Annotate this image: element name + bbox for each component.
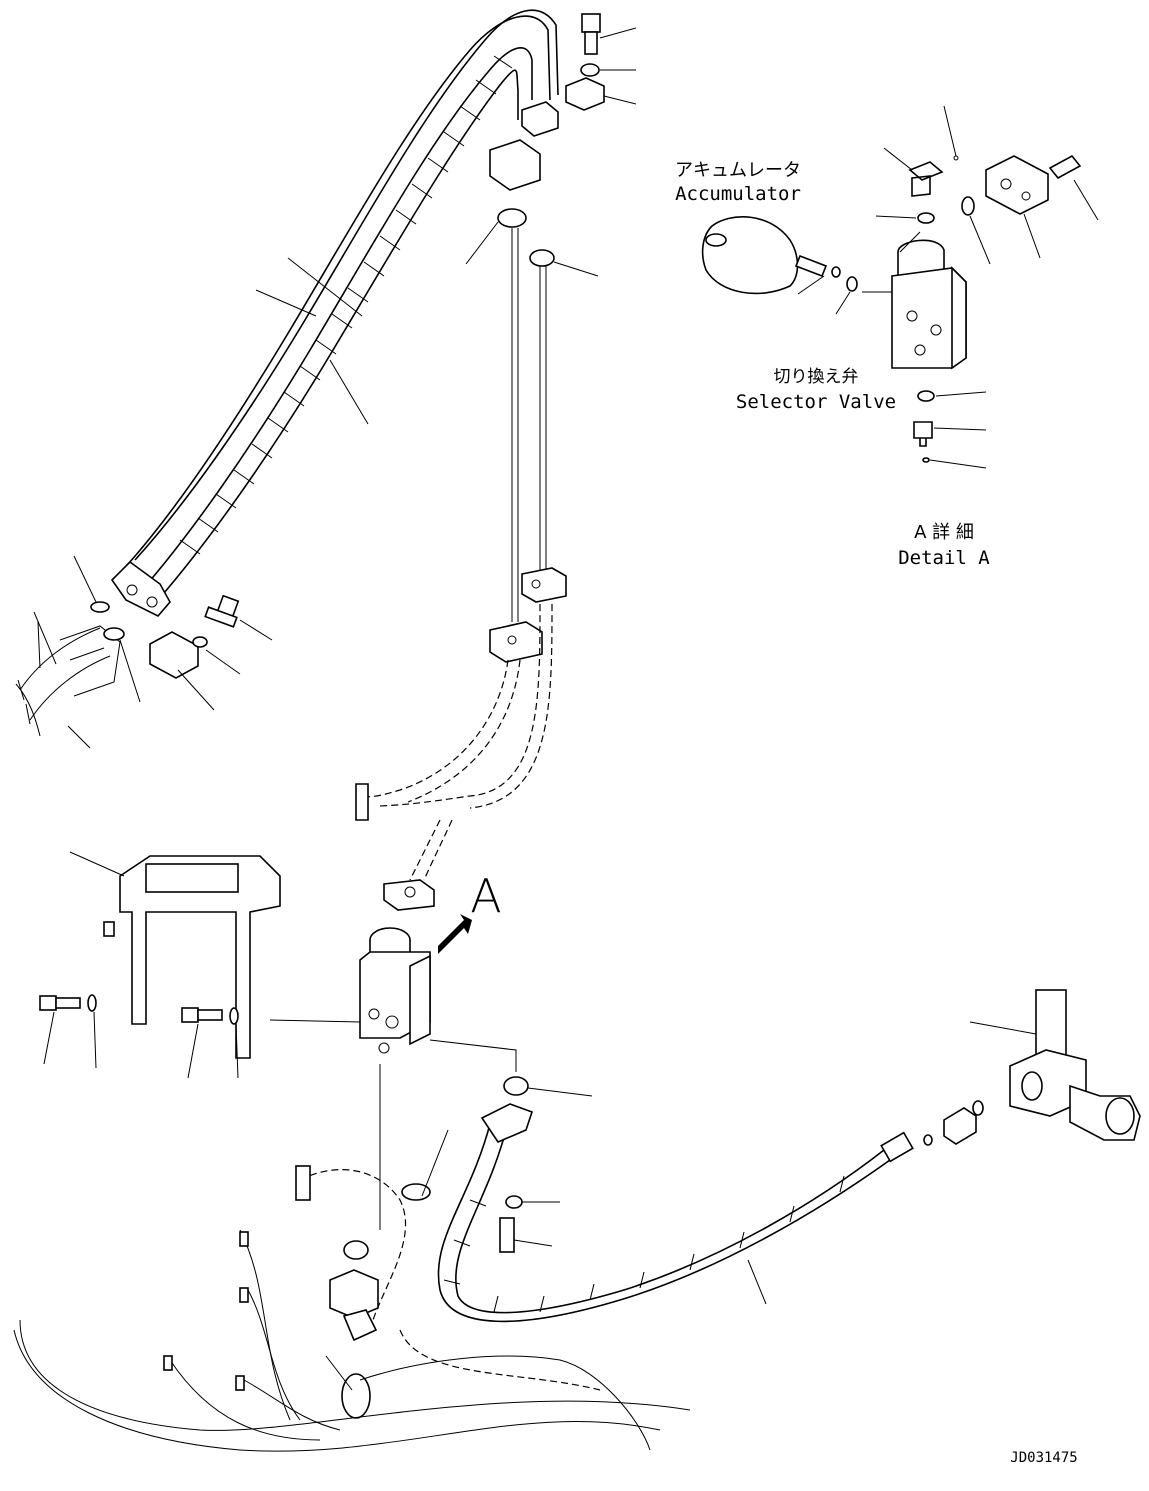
selector-valve-main [269, 879, 593, 1230]
view-arrow [438, 914, 472, 954]
left-hardware [15, 555, 273, 749]
accumulator-label-en: Accumulator [675, 183, 801, 205]
vertical-pipes [255, 208, 599, 663]
detail-label-jp: A 詳 細 [914, 522, 974, 543]
right-fittings [923, 989, 1141, 1146]
view-marker-a: A [470, 869, 501, 923]
wiring-harness [13, 1129, 691, 1452]
top-hardware [565, 13, 637, 111]
dashed-pipes [355, 603, 553, 881]
detail-label-en: Detail A [898, 547, 990, 569]
selector-valve-label-en: Selector Valve [736, 391, 896, 413]
accumulator [701, 216, 841, 295]
bracket [39, 851, 281, 1079]
selector-valve-label-jp: 切り換え弁 [774, 367, 859, 387]
accumulator-label-jp: アキュムレータ [675, 160, 801, 181]
upper-hose-assembly [110, 9, 559, 617]
lower-hose-assembly [437, 1103, 914, 1323]
detail-a [701, 105, 1099, 469]
drawing-number: JD031475 [1010, 1450, 1077, 1466]
